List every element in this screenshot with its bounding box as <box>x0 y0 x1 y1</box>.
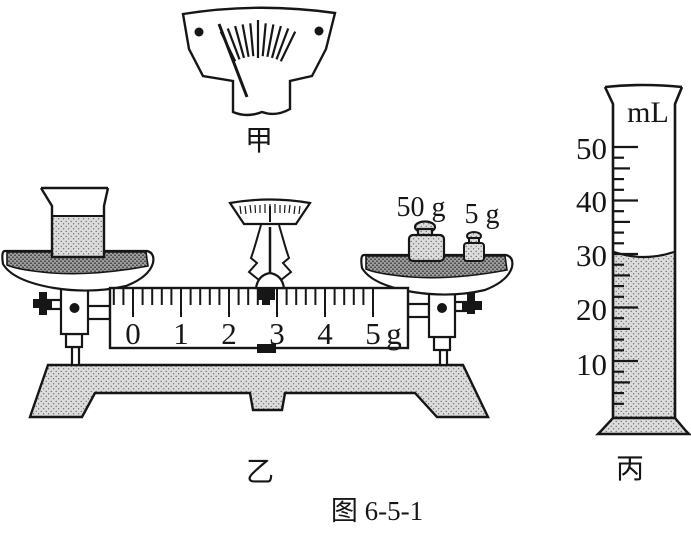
beam-tick-label-4: 4 <box>317 316 333 351</box>
balance-panel: 50 g 5 g 0 1 2 3 4 <box>1 186 514 419</box>
beam-nut <box>257 344 276 353</box>
cylinder-panel: 50 40 30 20 10 mL <box>576 83 691 436</box>
cylinder-liquid <box>614 254 674 418</box>
cylinder-tick-label-40: 40 <box>576 184 607 219</box>
beam-tick-label-5: 5 <box>365 316 381 351</box>
pivot-dome <box>254 271 286 290</box>
pointer-scale-plate <box>181 6 337 117</box>
cylinder-ticks <box>614 145 638 405</box>
beam-tick-label-1: 1 <box>173 316 189 351</box>
right-pivot-dot <box>437 303 447 313</box>
beam-ticks <box>112 288 374 317</box>
beam-tick-label-0: 0 <box>125 316 141 351</box>
beaker-liquid <box>53 216 104 256</box>
beam-tick-labels: 0 1 2 3 4 5 g <box>125 316 402 351</box>
cylinder-tick-labels: 50 40 30 20 10 <box>576 131 607 382</box>
weight-5g-label: 5 g <box>465 199 500 230</box>
screw-dot-left <box>194 27 204 37</box>
cylinder-tick-label-50: 50 <box>576 131 607 166</box>
cylinder-foot <box>595 416 691 436</box>
rider <box>257 289 275 305</box>
weight-50g-label: 50 g <box>397 192 446 223</box>
balance-label: 乙 <box>246 457 274 488</box>
cylinder-label: 丙 <box>616 454 644 485</box>
beam-tick-label-2: 2 <box>221 316 237 351</box>
cylinder-tick-label-20: 20 <box>576 292 607 327</box>
weight-5g <box>463 231 485 262</box>
pointer-scale-label: 甲 <box>245 126 273 157</box>
weight-50g <box>407 220 446 263</box>
cylinder-tick-label-30: 30 <box>576 238 607 273</box>
cylinder-tick-label-10: 10 <box>576 347 607 382</box>
pointer-needle <box>217 23 249 98</box>
pointer-scale-panel <box>181 6 337 117</box>
beaker <box>39 186 110 259</box>
balance-base <box>28 363 490 419</box>
central-pointer-assembly <box>228 198 312 290</box>
beam-unit-label: g <box>386 316 402 351</box>
screw-dot-right <box>314 26 324 36</box>
cylinder-unit-label: mL <box>627 96 669 129</box>
beam-tick-label-3: 3 <box>269 316 285 351</box>
figure-caption: 图 6-5-1 <box>331 496 423 526</box>
left-pivot-dot <box>69 303 80 313</box>
left-pan <box>1 249 155 292</box>
